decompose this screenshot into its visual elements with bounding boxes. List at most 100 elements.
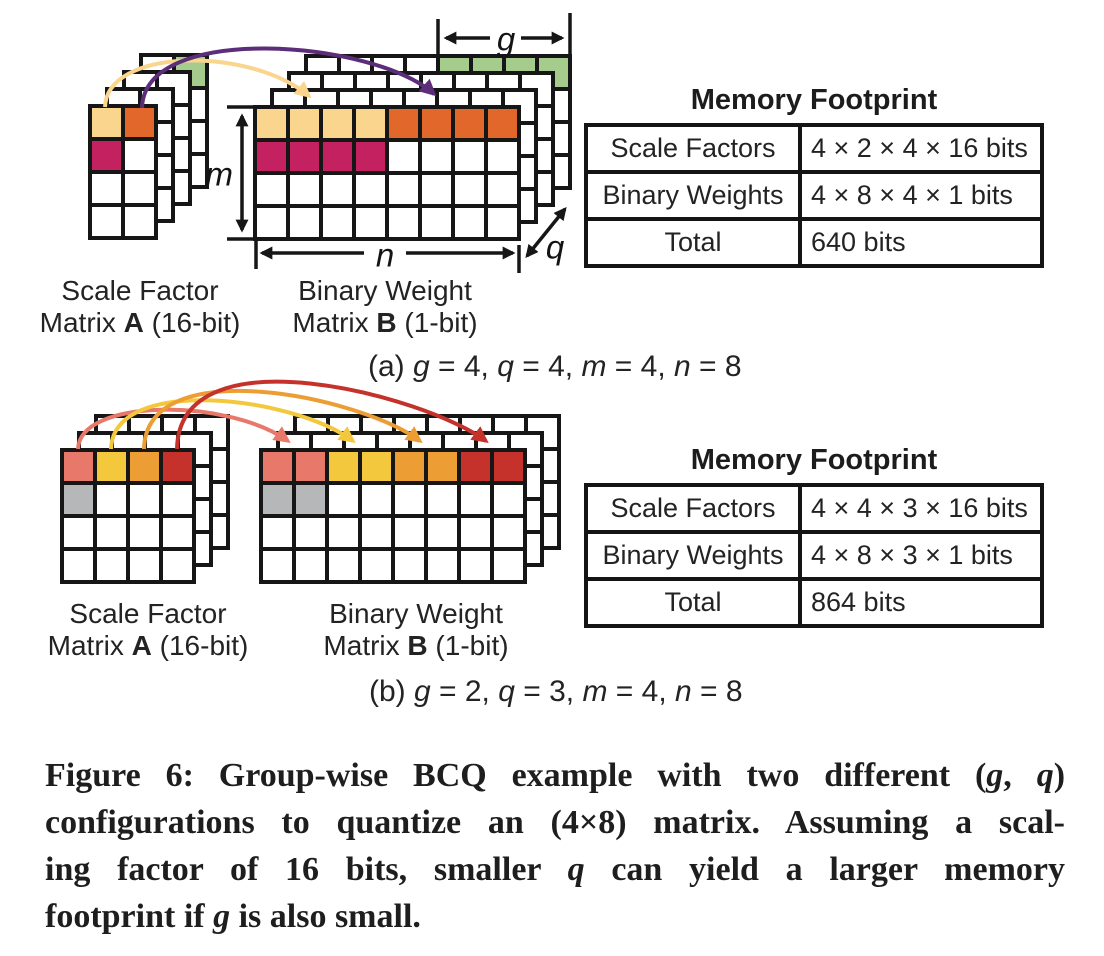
- table-row: Binary Weights 4 × 8 × 4 × 1 bits: [588, 170, 1040, 217]
- matrix-layer: [259, 448, 527, 584]
- cell: [385, 204, 422, 241]
- text-segment: Matrix: [323, 630, 408, 661]
- column-divider: [798, 221, 802, 264]
- label-line: Matrix B (1-bit): [265, 307, 505, 339]
- colored-cell: [286, 138, 323, 175]
- text-segment: q: [497, 350, 514, 383]
- table-row: Total 640 bits: [588, 217, 1040, 264]
- text-segment: Matrix: [292, 307, 377, 338]
- table-row: Scale Factors 4 × 4 × 3 × 16 bits: [588, 487, 1040, 530]
- row-value: 640 bits: [811, 227, 906, 257]
- text-segment: ): [1053, 757, 1066, 794]
- colored-cell: [88, 104, 125, 141]
- table-row: Total 864 bits: [588, 577, 1040, 624]
- text-segment: = 2,: [430, 675, 499, 708]
- scale-factor-matrix-label-b: Scale Factor Matrix A (16-bit): [28, 598, 268, 662]
- cell: [424, 481, 461, 518]
- text-segment: footprint if: [45, 898, 214, 935]
- cell: [358, 547, 395, 584]
- text-segment: m: [582, 675, 608, 708]
- text-segment: is also small.: [230, 898, 421, 935]
- group-mapping-arrow-red: [175, 379, 489, 450]
- cell: [325, 481, 362, 518]
- cell: [93, 514, 130, 551]
- scale-factor-matrix-label-a: Scale Factor Matrix A (16-bit): [20, 275, 260, 339]
- row-label: Scale Factors: [610, 493, 776, 523]
- text-segment: B: [376, 307, 397, 338]
- cell: [385, 138, 422, 175]
- label-line: Matrix A (16-bit): [20, 307, 260, 339]
- matrix-stack-weight-a: [253, 54, 572, 241]
- cell: [391, 547, 428, 584]
- mapping-arrows-b: [76, 379, 489, 450]
- text-segment: g: [413, 350, 430, 383]
- matrix-stack-weight-b: [259, 414, 561, 584]
- figure-caption-line: ing factor of 16 bits, smaller q can yie…: [45, 846, 1065, 893]
- text-segment: q: [498, 675, 515, 708]
- text-segment: (16-bit): [151, 630, 249, 661]
- text-segment: = 8: [691, 675, 743, 708]
- cell: [60, 514, 97, 551]
- cell: [451, 204, 488, 241]
- label-line: Binary Weight: [296, 598, 536, 630]
- cell: [418, 171, 455, 208]
- colored-cell: [451, 105, 488, 142]
- colored-cell: [391, 448, 428, 485]
- colored-cell: [60, 448, 97, 485]
- cell: [121, 170, 158, 207]
- cell: [292, 514, 329, 551]
- cell: [253, 171, 290, 208]
- text-segment: = 3,: [514, 675, 583, 708]
- colored-cell: [93, 448, 130, 485]
- memory-footprint-table-a: Scale Factors 4 × 2 × 4 × 16 bits Binary…: [584, 123, 1044, 268]
- cell: [457, 481, 494, 518]
- text-segment: Scale Factor: [61, 275, 219, 306]
- row-label: Total: [664, 227, 722, 257]
- memory-footprint-panel-b: Memory Footprint Scale Factors 4 × 4 × 3…: [584, 442, 1044, 628]
- cell: [286, 171, 323, 208]
- text-segment: ing factor of 16 bits, smaller: [45, 851, 568, 888]
- text-segment: = 4,: [607, 675, 676, 708]
- mapping-arrows-a: [103, 46, 437, 109]
- figure-caption-line: Figure 6: Group-wise BCQ example with tw…: [45, 752, 1065, 799]
- cell: [451, 171, 488, 208]
- label-line: Scale Factor: [20, 275, 260, 307]
- subcaption-b: (b) g = 2, q = 3, m = 4, n = 8: [369, 675, 743, 709]
- cell: [93, 547, 130, 584]
- colored-cell: [88, 137, 125, 174]
- text-segment: = 8: [690, 350, 742, 383]
- label-line: Matrix B (1-bit): [296, 630, 536, 662]
- subcaption-a: (a) g = 4, q = 4, m = 4, n = 8: [368, 350, 742, 384]
- group-mapping-arrow-amber: [142, 388, 423, 450]
- label-line: Matrix A (16-bit): [28, 630, 268, 662]
- cell: [490, 547, 527, 584]
- cell: [352, 204, 389, 241]
- figure-caption: Figure 6: Group-wise BCQ example with tw…: [45, 752, 1065, 940]
- cell: [424, 547, 461, 584]
- text-segment: (a): [368, 350, 413, 383]
- colored-cell: [259, 448, 296, 485]
- colored-cell: [352, 105, 389, 142]
- cell: [358, 514, 395, 551]
- row-value: 4 × 4 × 3 × 16 bits: [811, 493, 1028, 523]
- cell: [121, 203, 158, 240]
- dimension-m: m: [206, 105, 258, 241]
- cell: [259, 514, 296, 551]
- cell: [490, 481, 527, 518]
- cell: [358, 481, 395, 518]
- row-value: 4 × 8 × 3 × 1 bits: [811, 540, 1013, 570]
- column-divider: [798, 487, 802, 530]
- cell: [418, 138, 455, 175]
- cell: [121, 137, 158, 174]
- colored-cell: [358, 448, 395, 485]
- column-divider: [798, 534, 802, 577]
- text-segment: n: [674, 350, 691, 383]
- cell: [259, 547, 296, 584]
- cell: [451, 138, 488, 175]
- text-segment: Binary Weight: [298, 275, 472, 306]
- cell: [88, 203, 125, 240]
- binary-weight-matrix-label-b: Binary Weight Matrix B (1-bit): [296, 598, 536, 662]
- text-segment: can yield a larger memory: [584, 851, 1066, 888]
